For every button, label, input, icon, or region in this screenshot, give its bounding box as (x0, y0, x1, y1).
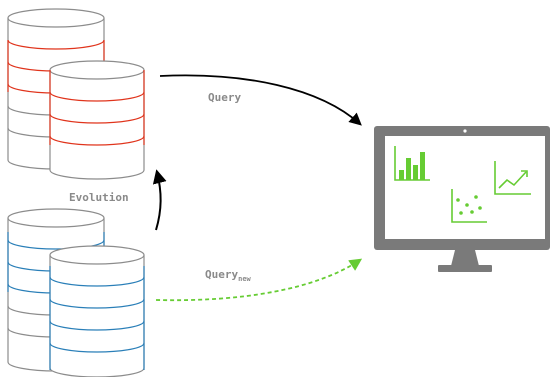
scatter-chart-icon (451, 189, 487, 223)
old-database-stack-icon (7, 8, 145, 180)
monitor-icon (374, 126, 550, 272)
query-arrow (159, 74, 362, 126)
monitor-neck (451, 250, 479, 266)
new-database-stack-icon (7, 208, 145, 377)
old-database-front (49, 60, 145, 180)
monitor-screen (385, 136, 545, 239)
bar-chart-icon (394, 146, 430, 181)
query-new-label: Querynew (205, 268, 252, 283)
query-new-label-main: Query (205, 268, 238, 281)
new-database-front (49, 245, 145, 377)
monitor-base (438, 265, 492, 272)
query-new-label-subscript: new (238, 275, 251, 283)
line-chart-icon (494, 161, 531, 195)
evolution-arrow (152, 169, 167, 231)
evolution-label: Evolution (69, 191, 129, 204)
query-label: Query (208, 91, 241, 104)
monitor-camera (463, 129, 467, 133)
query-new-arrow (155, 258, 363, 302)
